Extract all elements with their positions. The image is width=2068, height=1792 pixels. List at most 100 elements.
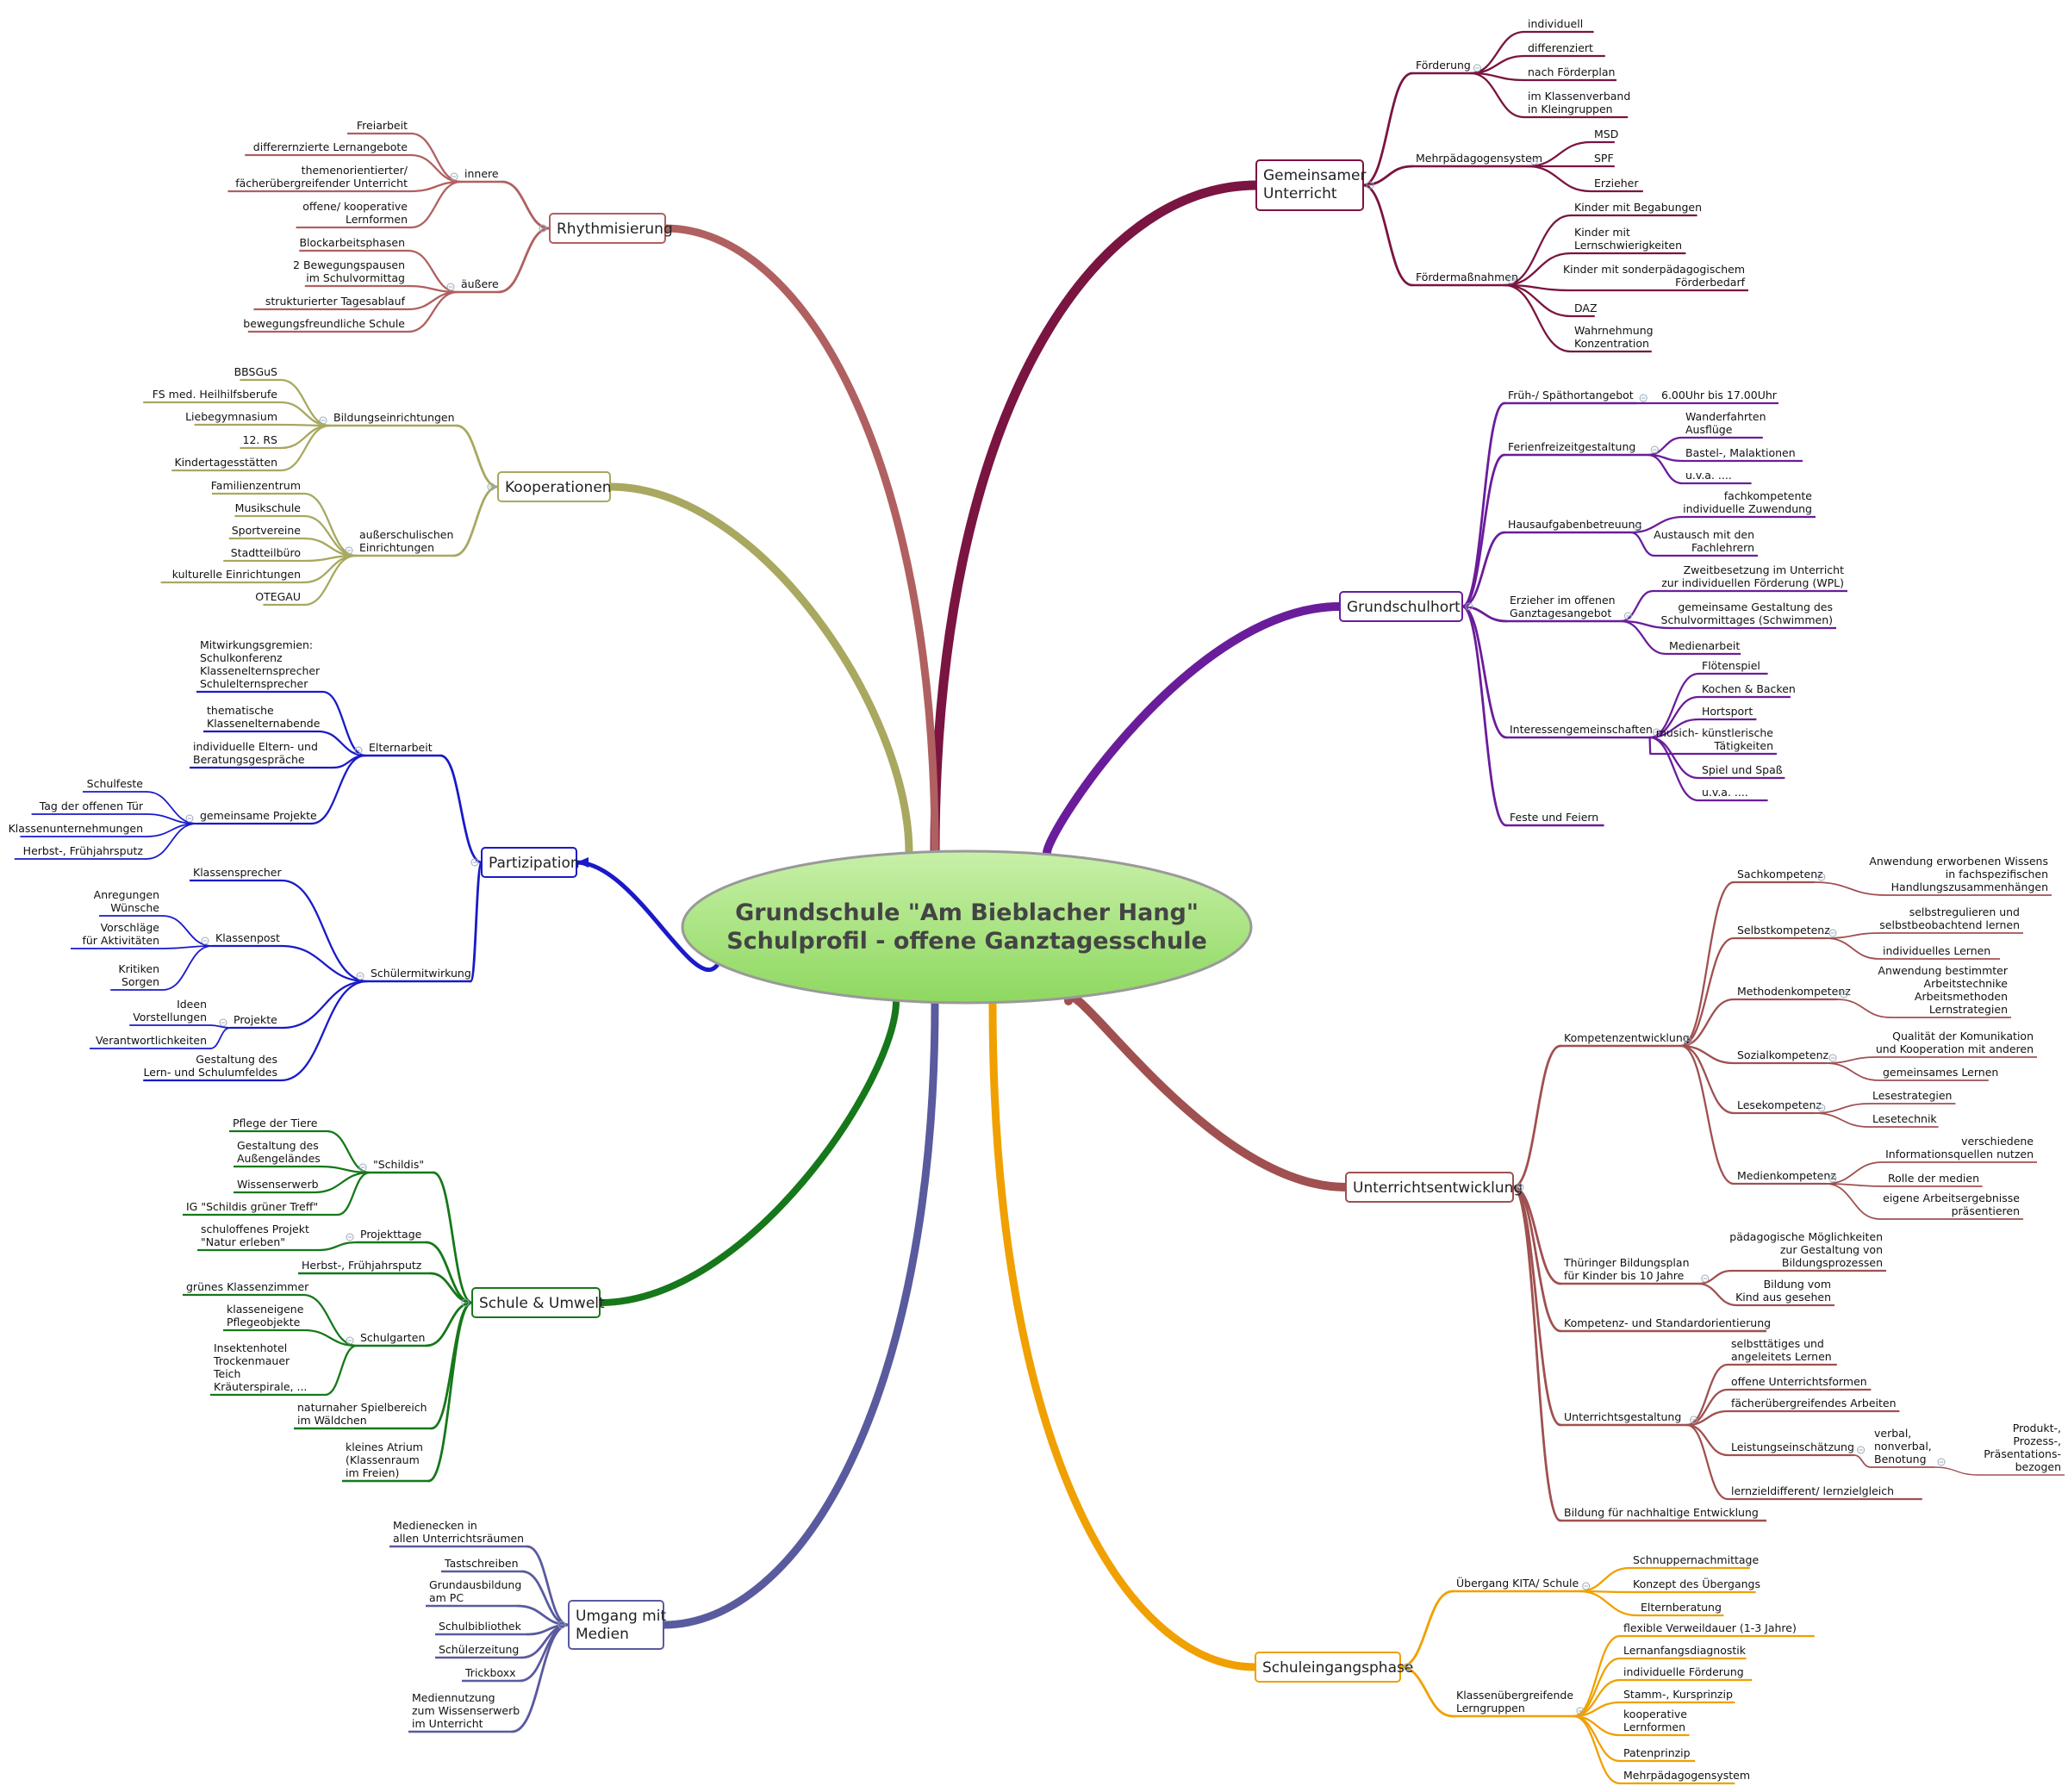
topic-node[interactable]: Kindertagesstätten — [171, 456, 281, 472]
topic-node[interactable]: Kompetenz- und Standardorientierung — [1560, 1316, 1771, 1333]
topic-node[interactable]: Bastel-, Malaktionen — [1682, 446, 1803, 463]
topic-node[interactable]: "Schildis" — [358, 1158, 433, 1174]
topic-node[interactable]: Lesestrategien — [1869, 1089, 1956, 1104]
topic-node[interactable]: kulturelle Einrichtungen — [160, 568, 304, 584]
topic-node[interactable]: Pflege der Tiere — [229, 1117, 327, 1133]
topic-node[interactable]: Selbstkompetenz — [1734, 924, 1837, 940]
topic-node[interactable]: Stamm-, Kursprinzip — [1620, 1688, 1735, 1704]
collapse-toggle-icon[interactable] — [1701, 1274, 1710, 1283]
topic-node[interactable]: OTEGAU — [255, 590, 304, 607]
topic-node[interactable]: Früh-/ Späthortangebot — [1504, 389, 1648, 405]
collapse-toggle-icon[interactable] — [1828, 929, 1837, 937]
collapse-toggle-icon[interactable] — [354, 746, 363, 755]
topic-node[interactable]: individuell — [1524, 17, 1594, 34]
topic-node[interactable]: Klassenunternehmungen — [9, 822, 146, 837]
collapse-toggle-icon[interactable] — [1634, 523, 1642, 532]
topic-node[interactable]: Lernanfangsdiagnostik — [1620, 1644, 1747, 1660]
topic-node[interactable]: Flötenspiel — [1698, 659, 1768, 675]
topic-node[interactable]: Übergang KITA/ Schule — [1453, 1576, 1591, 1593]
topic-node[interactable]: Mehrpädagogensystem — [1620, 1769, 1750, 1785]
topic-node[interactable]: Rolle der medien — [1884, 1172, 1983, 1187]
topic-node[interactable]: Familienzentrum — [211, 479, 304, 495]
collapse-toggle-icon[interactable] — [1516, 1183, 1524, 1192]
topic-node[interactable]: schuloffenes Projekt"Natur erleben" — [197, 1223, 318, 1252]
topic-node[interactable]: Hortsport — [1698, 705, 1757, 721]
topic-node[interactable]: Schulgarten — [346, 1331, 427, 1347]
collapse-toggle-icon[interactable] — [1857, 1446, 1866, 1454]
topic-node[interactable]: Schülerzeitung — [435, 1643, 522, 1659]
topic-node[interactable]: InsektenhotelTrockenmauerTeichKräuterspi… — [210, 1341, 326, 1397]
collapse-toggle-icon[interactable] — [1507, 276, 1516, 284]
topic-node[interactable]: Schulbibliothek — [435, 1620, 527, 1636]
collapse-toggle-icon[interactable] — [346, 1336, 354, 1345]
topic-node[interactable]: themenorientierter/fächerübergreifender … — [227, 164, 411, 193]
collapse-toggle-icon[interactable] — [358, 1163, 367, 1172]
topic-node[interactable]: Lesetechnik — [1869, 1112, 1939, 1128]
topic-node[interactable]: Leistungseinschätzung — [1728, 1440, 1866, 1457]
topic-node[interactable]: MSD — [1591, 128, 1618, 144]
collapse-toggle-icon[interactable] — [487, 482, 495, 491]
collapse-toggle-icon[interactable] — [461, 1298, 470, 1307]
topic-node[interactable]: Herbst-, Frühjahrsputz — [298, 1259, 431, 1275]
topic-node[interactable]: Kinder mit Begabungen — [1571, 201, 1702, 217]
collapse-toggle-icon[interactable] — [1366, 181, 1374, 190]
collapse-toggle-icon[interactable] — [557, 1621, 566, 1629]
topic-node[interactable]: Stadtteilbüro — [223, 546, 304, 563]
topic-node[interactable]: Spiel und Spaß — [1698, 763, 1785, 780]
collapse-toggle-icon[interactable] — [1529, 157, 1538, 165]
topic-node[interactable]: innere — [450, 167, 502, 184]
main-topic-partizipation[interactable]: Partizipation — [470, 847, 580, 878]
topic-node[interactable]: 12. RS — [240, 433, 281, 450]
topic-node[interactable]: Interessengemeinschaften — [1506, 723, 1660, 739]
topic-node[interactable]: grünes Klassenzimmer — [183, 1280, 309, 1297]
topic-node[interactable]: Verantwortlichkeiten — [90, 1034, 210, 1049]
collapse-toggle-icon[interactable] — [1473, 64, 1481, 72]
collapse-toggle-icon[interactable] — [1652, 728, 1660, 737]
topic-node[interactable]: individuelles Lernen — [1879, 944, 2000, 960]
collapse-toggle-icon[interactable] — [1817, 873, 1826, 881]
topic-node[interactable]: Sportvereine — [228, 524, 304, 540]
topic-node[interactable]: Patenprinzip — [1620, 1746, 1696, 1763]
topic-node[interactable]: differernzierte Lernangebote — [245, 140, 411, 157]
topic-node[interactable]: 6.00Uhr bis 17.00Uhr — [1658, 389, 1778, 405]
collapse-toggle-icon[interactable] — [346, 1233, 354, 1241]
topic-node[interactable]: Tag der offenen Tür — [31, 800, 146, 815]
topic-node[interactable]: Klassenpost — [201, 931, 282, 948]
topic-node[interactable]: Schülermitwirkung — [356, 967, 471, 983]
topic-node[interactable]: individuelle Förderung — [1620, 1665, 1753, 1682]
topic-node[interactable]: Medienarbeit — [1666, 639, 1741, 656]
collapse-toggle-icon[interactable] — [539, 224, 547, 233]
topic-node[interactable]: Hausaufgabenbetreuung — [1504, 518, 1642, 534]
topic-node[interactable]: Schnuppernachmittage — [1629, 1553, 1759, 1570]
collapse-toggle-icon[interactable] — [446, 283, 455, 291]
main-topic-unterrichtsentwicklung[interactable]: Unterrichtsentwicklung — [1345, 1172, 1524, 1203]
collapse-toggle-icon[interactable] — [1576, 1707, 1585, 1715]
topic-node[interactable]: Elternarbeit — [354, 741, 441, 757]
topic-node[interactable]: nach Förderplan — [1524, 65, 1616, 82]
collapse-toggle-icon[interactable] — [219, 1018, 227, 1027]
topic-node[interactable]: Bildungseinrichtungen — [319, 411, 457, 427]
topic-node[interactable]: bewegungsfreundliche Schule — [243, 317, 408, 333]
collapse-toggle-icon[interactable] — [345, 546, 353, 555]
topic-node[interactable]: Sozialkompetenz — [1734, 1048, 1837, 1065]
topic-node[interactable]: FS med. Heilhilfsberufe — [143, 388, 281, 404]
collapse-toggle-icon[interactable] — [1465, 602, 1473, 611]
topic-node[interactable]: Erzieher — [1591, 177, 1643, 193]
